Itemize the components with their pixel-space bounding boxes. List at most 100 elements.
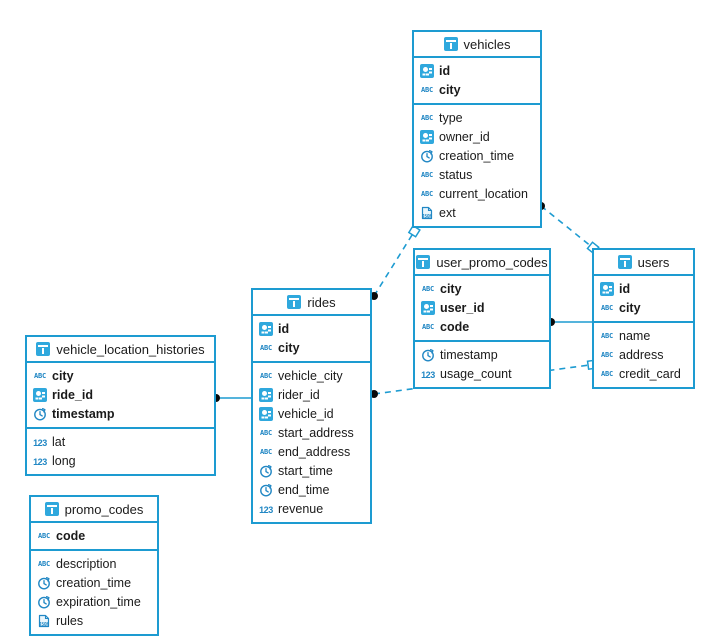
- field-row-rides-id[interactable]: id: [253, 319, 370, 338]
- table-title-promo_codes[interactable]: promo_codes: [31, 497, 157, 523]
- field-name: type: [439, 110, 463, 125]
- 123-icon: 123: [421, 369, 435, 380]
- abc-icon: ABC: [37, 559, 51, 568]
- relationship-line: [540, 205, 598, 252]
- field-name: id: [439, 63, 451, 78]
- field-row-promo_codes-expiration_time[interactable]: expiration_time: [31, 592, 157, 611]
- field-name: id: [619, 281, 631, 296]
- table-icon: [36, 342, 51, 356]
- field-name: ext: [439, 205, 456, 220]
- field-row-rides-vehicle_id[interactable]: vehicle_id: [253, 404, 370, 423]
- table-title-rides[interactable]: rides: [253, 290, 370, 316]
- field-row-users-credit_card[interactable]: ABC credit_card: [594, 364, 693, 383]
- field-name: credit_card: [619, 366, 681, 381]
- idcard-icon: [420, 129, 434, 144]
- field-row-vehicle_location_histories-timestamp[interactable]: timestamp: [27, 404, 214, 423]
- field-row-users-id[interactable]: id: [594, 279, 693, 298]
- abc-icon: ABC: [600, 369, 614, 378]
- clock-icon: [33, 407, 47, 421]
- abc-icon: ABC: [420, 113, 434, 122]
- idcard-icon: [259, 321, 273, 336]
- field-row-rides-rider_id[interactable]: rider_id: [253, 385, 370, 404]
- table-name: vehicles: [463, 36, 511, 52]
- idcard-icon: [421, 300, 435, 315]
- field-name: revenue: [278, 501, 324, 516]
- clock-icon: [37, 595, 51, 609]
- table-title-vehicle_location_histories[interactable]: vehicle_location_histories: [27, 337, 214, 363]
- field-name: status: [439, 167, 473, 182]
- field-name: lat: [52, 434, 66, 449]
- field-row-promo_codes-description[interactable]: ABC description: [31, 554, 157, 573]
- field-row-vehicles-id[interactable]: id: [414, 61, 540, 80]
- clock-icon: [259, 464, 273, 478]
- field-row-rides-start_time[interactable]: start_time: [253, 461, 370, 480]
- table-name: promo_codes: [64, 501, 144, 517]
- field-row-rides-revenue[interactable]: 123 revenue: [253, 499, 370, 518]
- 123-icon: 123: [33, 456, 47, 467]
- relationship-user_promo_codes-to-users[interactable]: [547, 318, 592, 326]
- field-row-vehicles-owner_id[interactable]: owner_id: [414, 127, 540, 146]
- field-name: current_location: [439, 186, 528, 201]
- abc-icon: ABC: [600, 303, 614, 312]
- clock-icon: [37, 576, 51, 590]
- field-row-user_promo_codes-timestamp[interactable]: timestamp: [415, 345, 549, 364]
- field-row-user_promo_codes-user_id[interactable]: user_id: [415, 298, 549, 317]
- clock-icon: [259, 483, 273, 497]
- relationship-vehicle_location_histories-to-rides[interactable]: [212, 394, 251, 402]
- relationship-vehicles-to-users[interactable]: [537, 202, 600, 255]
- field-row-vehicles-creation_time[interactable]: creation_time: [414, 146, 540, 165]
- field-row-promo_codes-creation_time[interactable]: creation_time: [31, 573, 157, 592]
- field-row-vehicle_location_histories-ride_id[interactable]: ride_id: [27, 385, 214, 404]
- table-icon: [617, 255, 632, 269]
- field-row-vehicles-type[interactable]: ABC type: [414, 108, 540, 127]
- json-icon: JSON: [37, 614, 51, 628]
- field-name: city: [52, 368, 74, 383]
- field-name: creation_time: [56, 575, 132, 590]
- field-name: description: [56, 556, 117, 571]
- field-name: owner_id: [439, 129, 490, 144]
- table-title-vehicles[interactable]: vehicles: [414, 32, 540, 58]
- idcard-icon: [259, 406, 273, 421]
- idcard-icon: [259, 387, 273, 402]
- table-title-users[interactable]: users: [594, 250, 693, 276]
- abc-icon: ABC: [259, 428, 273, 437]
- field-row-rides-end_time[interactable]: end_time: [253, 480, 370, 499]
- 123-icon: 123: [259, 504, 273, 515]
- table-title-user_promo_codes[interactable]: user_promo_codes: [415, 250, 549, 276]
- field-name: end_time: [278, 482, 330, 497]
- table-icon: [287, 295, 302, 309]
- field-name: address: [619, 347, 664, 362]
- field-name: city: [440, 281, 462, 296]
- field-name: city: [439, 82, 461, 97]
